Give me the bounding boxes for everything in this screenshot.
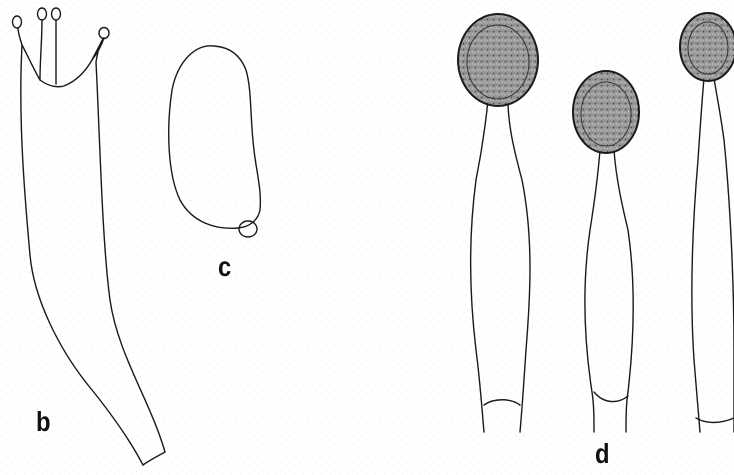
panel-label-d: d [595,440,610,468]
cystidium-1-head [458,14,538,106]
panel-label-c: c [218,253,231,281]
cystidium-2-head [573,71,639,153]
panel-label-b: b [36,408,51,436]
